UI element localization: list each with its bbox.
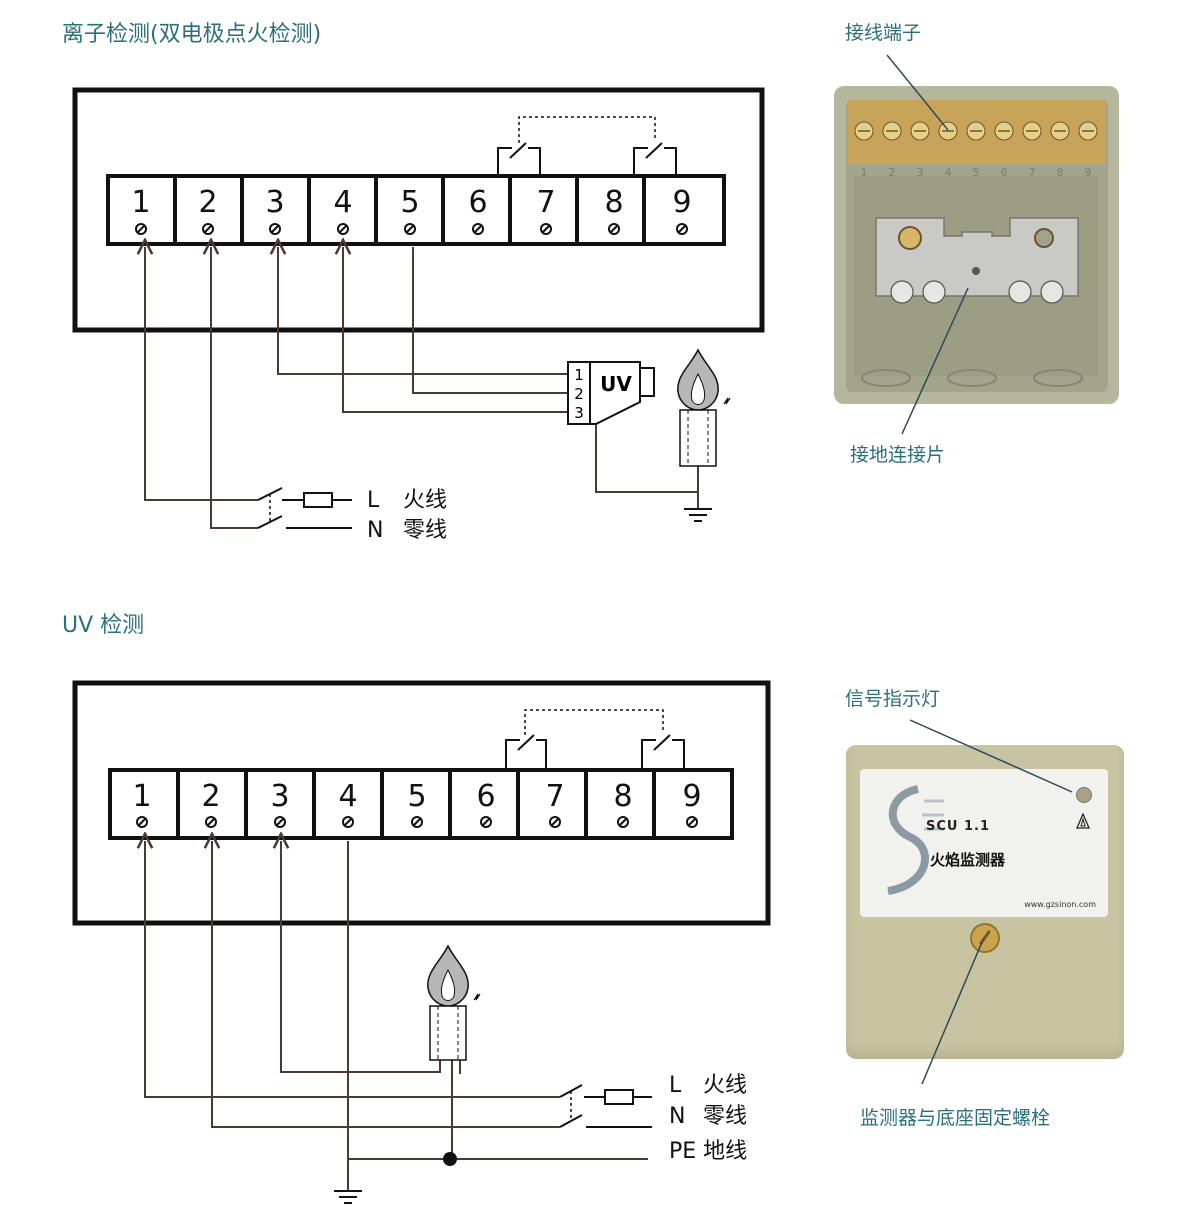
terminal-number: 9 <box>682 779 701 814</box>
terminal: 8 <box>584 768 656 840</box>
model-label: SCU 1.1 <box>926 819 991 834</box>
terminal-strip: 1 2 3 4 5 6 7 8 9 <box>108 768 734 840</box>
wire-l-code: L <box>669 1073 682 1098</box>
terminal-number: 7 <box>536 185 555 220</box>
terminal-number: 1 <box>132 779 151 814</box>
terminal: 6 <box>448 768 520 840</box>
terminal: 3 <box>240 174 311 246</box>
terminal-number: 9 <box>672 185 691 220</box>
wire-n-name: 零线 <box>703 1104 747 1129</box>
wires <box>145 247 699 529</box>
ground-symbol <box>334 1190 362 1204</box>
callout-ground-plate: 接地连接片 <box>850 444 946 466</box>
base-number: 3 <box>917 166 924 179</box>
ground-symbol <box>684 508 712 522</box>
uv-sensor: 1 2 3 UV <box>567 361 655 425</box>
fuse <box>604 1089 634 1105</box>
flame-electrode-icon <box>427 944 481 1061</box>
terminal-number: 7 <box>545 779 564 814</box>
base-number: 4 <box>945 166 952 179</box>
terminal-number: 1 <box>131 185 150 220</box>
terminal: 5 <box>374 174 445 246</box>
flame-electrode-icon <box>677 348 731 467</box>
terminal: 7 <box>516 768 588 840</box>
wire-n-code: N <box>367 518 383 543</box>
relay-contacts <box>505 709 685 770</box>
terminal-number: 3 <box>270 779 289 814</box>
section-title-ion: 离子检测(双电极点火检测) <box>62 22 322 47</box>
website-label: www.gzsinon.com <box>1024 900 1096 909</box>
terminal-block-icon <box>848 100 1106 164</box>
terminal: 9 <box>642 174 726 246</box>
wire-n-code: N <box>669 1104 685 1129</box>
terminal: 3 <box>244 768 316 840</box>
terminal-number: 8 <box>604 185 623 220</box>
terminal: 1 <box>106 174 177 246</box>
base-number: 6 <box>1001 166 1008 179</box>
callout-terminal-block: 接线端子 <box>845 22 922 44</box>
flame-warning-icon <box>1076 813 1090 829</box>
terminal: 2 <box>176 768 248 840</box>
wires <box>145 841 648 1190</box>
section-title-uv: UV 检测 <box>62 613 145 638</box>
wire-l-name: 火线 <box>403 488 447 513</box>
terminal: 2 <box>173 174 244 246</box>
leader-lines-bottom <box>909 719 1073 1085</box>
base-number: 9 <box>1085 166 1092 179</box>
terminal: 4 <box>307 174 378 246</box>
terminal-number: 2 <box>201 779 220 814</box>
terminal-number: 8 <box>613 779 632 814</box>
terminal: 5 <box>380 768 452 840</box>
terminal-number: 4 <box>338 779 357 814</box>
wire-l-name: 火线 <box>703 1073 747 1098</box>
terminal-number: 6 <box>468 185 487 220</box>
brand-logo-icon <box>887 785 944 895</box>
terminal-number: 2 <box>198 185 217 220</box>
terminal: 8 <box>575 174 646 246</box>
monitor-label-panel: SCU 1.1 火焰监测器 www.gzsinon.com <box>860 769 1108 917</box>
wire-pe-label: PE 地线 <box>669 1139 747 1164</box>
base-number: 1 <box>861 166 868 179</box>
mains-switch <box>257 487 352 529</box>
junction-dot <box>443 1152 457 1166</box>
base-number: 8 <box>1057 166 1064 179</box>
uv-label: UV <box>600 372 632 396</box>
terminal-strip: 1 2 3 4 5 6 7 8 9 <box>106 174 726 246</box>
callout-fixing-screw: 监测器与底座固定螺栓 <box>860 1107 1051 1129</box>
terminal: 4 <box>312 768 384 840</box>
base-number: 5 <box>973 166 980 179</box>
terminal: 1 <box>108 768 180 840</box>
ion-wiring-diagram: 1 2 3 4 5 6 7 8 9 <box>72 87 765 543</box>
terminal-number: 6 <box>476 779 495 814</box>
controller-box <box>72 87 765 333</box>
terminal: 6 <box>441 174 512 246</box>
callout-signal-light: 信号指示灯 <box>845 688 941 710</box>
uv-pin-label: 2 <box>574 385 584 403</box>
wire-l-code: L <box>367 488 380 513</box>
leader-lines-top <box>886 54 969 435</box>
uv-wiring-diagram: 1 2 3 4 5 6 7 8 9 <box>72 680 771 1204</box>
terminal: 7 <box>508 174 579 246</box>
uv-pin-label: 1 <box>574 366 584 384</box>
wire-n-name: 零线 <box>403 518 447 543</box>
base-number: 2 <box>889 166 896 179</box>
fuse <box>303 492 333 508</box>
terminal: 9 <box>652 768 734 840</box>
base-photo: 1 2 3 4 5 6 7 8 9 <box>834 86 1119 404</box>
controller-box <box>72 680 771 926</box>
ground-plate-icon <box>875 217 1079 304</box>
mains-switch <box>559 1084 652 1128</box>
monitor-photo: SCU 1.1 火焰监测器 www.gzsinon.com <box>846 745 1124 1059</box>
signal-light-icon <box>1076 787 1092 803</box>
base-number: 7 <box>1029 166 1036 179</box>
terminal-number: 5 <box>400 185 419 220</box>
uv-pin-label: 3 <box>574 404 584 422</box>
product-name-label: 火焰监测器 <box>930 851 1006 869</box>
terminal-number: 3 <box>265 185 284 220</box>
relay-contacts <box>497 116 677 176</box>
terminal-number: 4 <box>333 185 352 220</box>
terminal-number: 5 <box>407 779 426 814</box>
fixing-screw-icon <box>970 923 1000 953</box>
